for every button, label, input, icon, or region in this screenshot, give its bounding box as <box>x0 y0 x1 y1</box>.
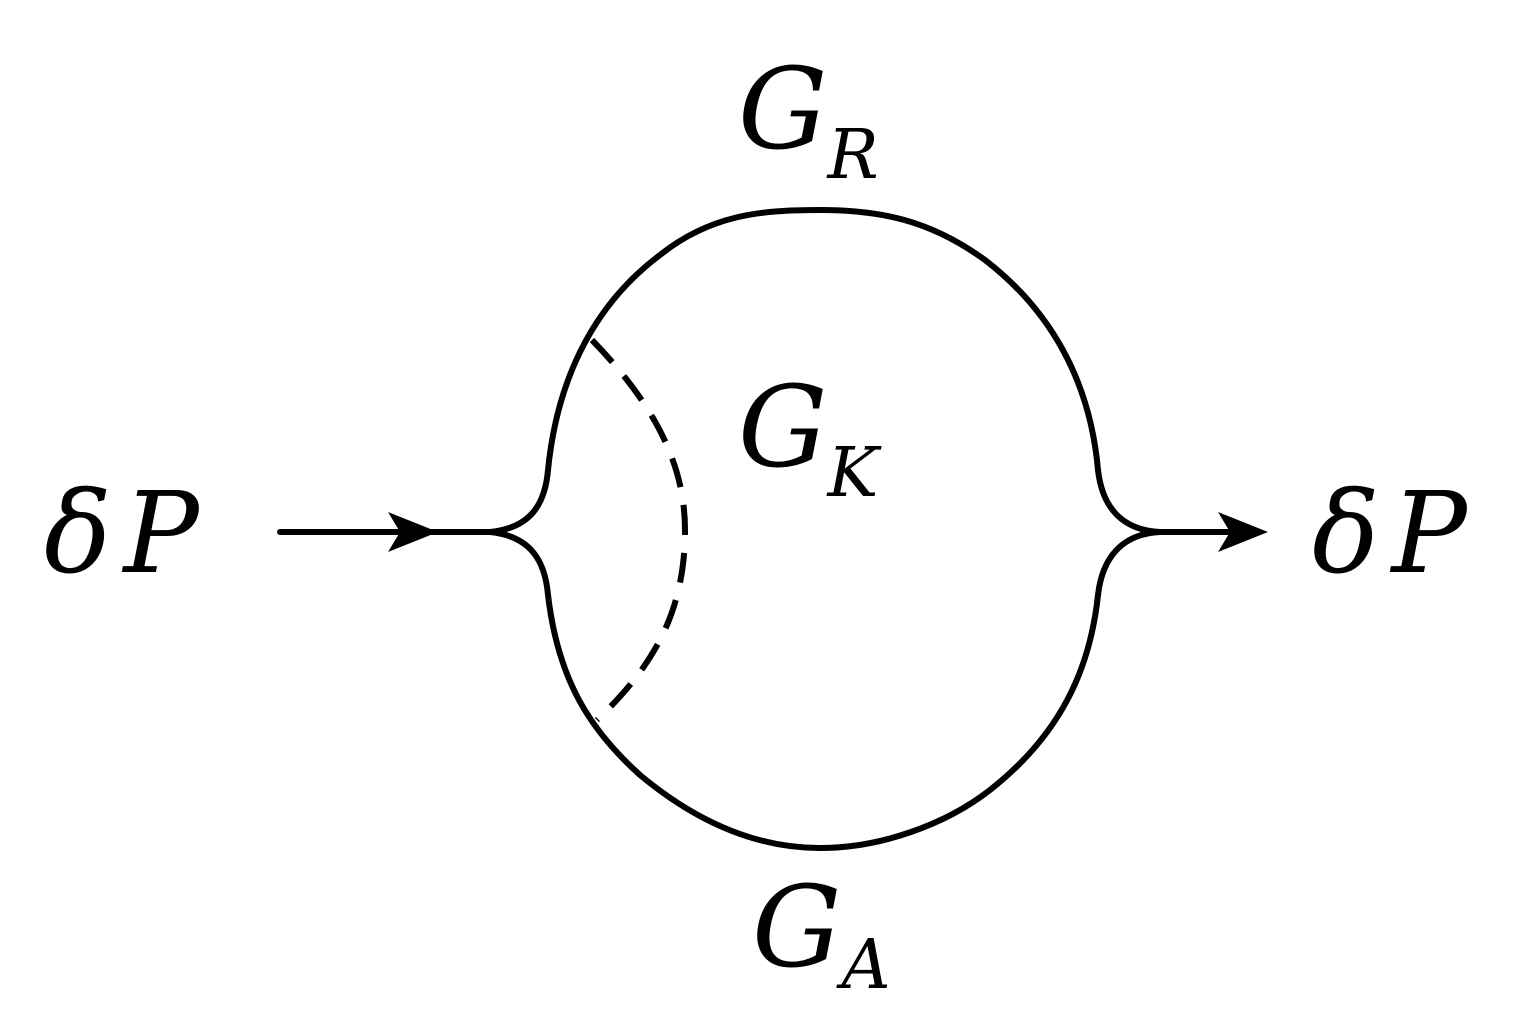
left-delta-symbol: δ <box>44 469 111 599</box>
advanced-green-function-label: GA <box>752 863 891 1005</box>
right-delta-symbol: δ <box>1312 469 1379 599</box>
right-p-symbol: P <box>1389 469 1468 599</box>
gk-base: G <box>738 363 827 493</box>
outgoing-arrowhead <box>1218 512 1268 552</box>
gr-subscript: R <box>825 116 878 195</box>
left-p-symbol: P <box>121 469 200 599</box>
retarded-green-function-label: GR <box>738 45 879 195</box>
ga-subscript: A <box>835 926 890 1005</box>
lower-propagator-line <box>487 529 1163 851</box>
dashed-interaction-line <box>589 337 689 723</box>
ga-base: G <box>752 863 841 993</box>
gr-base: G <box>738 45 827 175</box>
gk-subscript: K <box>825 434 882 513</box>
incoming-arrowhead <box>388 512 438 552</box>
keldysh-green-function-label: GK <box>738 363 882 513</box>
upper-propagator-line <box>487 207 1163 535</box>
